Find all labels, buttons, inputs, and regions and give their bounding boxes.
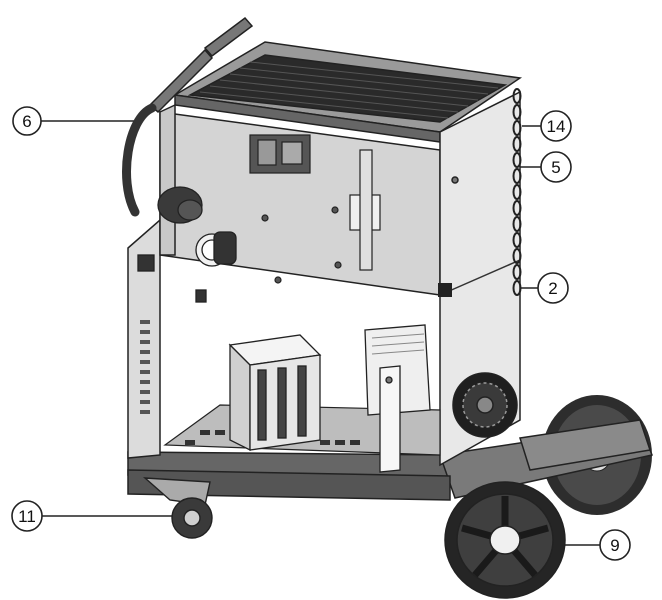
callout-5: 5 — [540, 151, 572, 183]
right-side-panel — [439, 90, 521, 467]
callout-2: 2 — [537, 272, 569, 304]
callout-14-label: 14 — [547, 117, 566, 136]
front-caster — [143, 477, 213, 539]
callout-11-label: 11 — [18, 507, 36, 526]
callout-9-label: 9 — [610, 536, 619, 555]
heat-sink — [364, 324, 431, 473]
front-wheel — [444, 481, 566, 599]
callout-6: 6 — [12, 106, 42, 136]
connectors — [137, 186, 237, 303]
callout-5-label: 5 — [551, 158, 560, 177]
callout-14: 14 — [540, 110, 572, 142]
callout-11: 11 — [11, 500, 43, 532]
trolley-base — [127, 419, 654, 501]
transformer — [228, 334, 322, 452]
back-panel-components — [249, 134, 381, 284]
bottle-chain — [512, 88, 522, 296]
callout-2-label: 2 — [548, 279, 557, 298]
mains-switch — [438, 283, 452, 297]
callout-6-label: 6 — [22, 112, 31, 131]
top-frame — [172, 41, 523, 143]
left-side-panel — [127, 103, 176, 459]
side-handle — [122, 103, 157, 217]
callout-9: 9 — [599, 529, 631, 561]
